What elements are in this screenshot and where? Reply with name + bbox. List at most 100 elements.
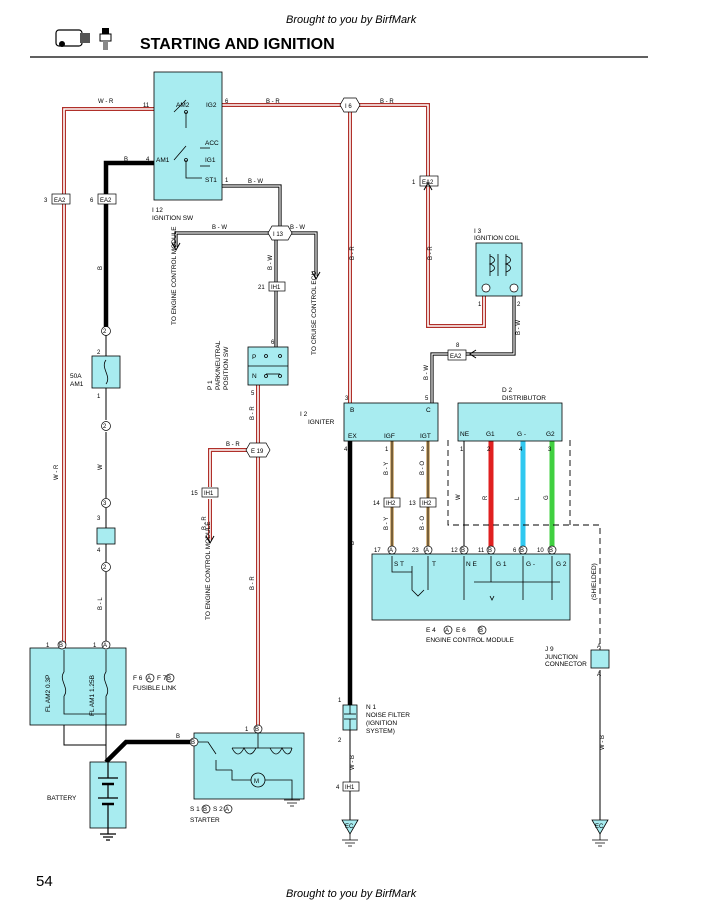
ecm-num-23: 23 bbox=[412, 548, 419, 554]
svg-text:1: 1 bbox=[245, 727, 249, 733]
nf-pin-2: 2 bbox=[338, 738, 342, 744]
coil-pin-2: 2 bbox=[517, 302, 521, 308]
label-b-r-vert1: B - R bbox=[350, 246, 356, 260]
fuse-name: AM1 bbox=[70, 381, 84, 388]
svg-text:I 13: I 13 bbox=[273, 232, 284, 238]
ecm-pin-gminus: G - bbox=[526, 561, 535, 568]
svg-text:B: B bbox=[255, 727, 259, 733]
nf-name1: NOISE FILTER bbox=[366, 712, 410, 719]
igniter-pin-igt: IGT bbox=[420, 433, 431, 440]
label-b-w-igniter: B - W bbox=[424, 365, 430, 380]
label-b-w-vert: B - W bbox=[268, 255, 274, 270]
label-b-r-vert4: B - R bbox=[250, 576, 256, 590]
pin-num-11: 11 bbox=[143, 103, 150, 109]
pin-num-6: 6 bbox=[225, 99, 229, 105]
label-l-g: L bbox=[515, 496, 521, 500]
junction-connector-j9 bbox=[590, 649, 610, 669]
svg-text:EA2: EA2 bbox=[54, 198, 66, 204]
wire-w-r-am2-core bbox=[63, 108, 154, 648]
label-b-r-vert2: B - R bbox=[428, 246, 434, 260]
fuse-rating: 50A bbox=[70, 373, 82, 380]
dist-pin-g2: G2 bbox=[546, 431, 555, 438]
svg-text:IH2: IH2 bbox=[422, 501, 432, 507]
label-b-w-right: B - W bbox=[290, 225, 305, 231]
wire-b-am1 bbox=[103, 160, 154, 327]
dist-num-4: 4 bbox=[519, 447, 523, 453]
j9-code: J 9 bbox=[545, 646, 554, 653]
igniter-num-5: 5 bbox=[425, 396, 429, 402]
coil-code: I 3 bbox=[474, 228, 482, 235]
igniter-pin-c: C bbox=[426, 407, 431, 414]
svg-text:I 6: I 6 bbox=[345, 104, 352, 110]
battery-label: BATTERY bbox=[47, 795, 77, 802]
pin-num-6-pn: 6 bbox=[271, 340, 275, 346]
ecm-num-10: 10 bbox=[537, 548, 544, 554]
svg-text:IH1: IH1 bbox=[204, 491, 214, 497]
j9-name1: JUNCTION bbox=[545, 654, 578, 661]
svg-text:IH1: IH1 bbox=[345, 785, 355, 791]
ignition-sw-code: I 12 bbox=[152, 207, 163, 214]
pin-num-1-st: 1 bbox=[225, 178, 229, 184]
ecm-num-11: 11 bbox=[478, 548, 485, 554]
svg-text:2: 2 bbox=[103, 424, 107, 430]
pin-n: N bbox=[252, 373, 257, 380]
label-b-r-top1: B - R bbox=[266, 99, 280, 105]
dist-code: D 2 bbox=[502, 387, 513, 394]
wire-b-y-b-o bbox=[390, 440, 430, 550]
svg-text:1: 1 bbox=[97, 394, 101, 400]
ecm-name: ENGINE CONTROL MODULE bbox=[426, 637, 515, 644]
annotation-to-ecm-2: TO ENGINE CONTROL MODULE bbox=[205, 521, 212, 620]
distributor-box bbox=[457, 402, 563, 442]
j9-pin-bottom: A bbox=[597, 672, 601, 678]
j9-pin-top: A bbox=[597, 644, 601, 650]
junction-i13: I 13 bbox=[267, 225, 293, 241]
annotation-shielded: (SHIELDED) bbox=[591, 563, 598, 600]
svg-text:4: 4 bbox=[336, 785, 340, 791]
igniter-num-3: 3 bbox=[345, 396, 349, 402]
svg-text:3: 3 bbox=[103, 501, 107, 507]
igniter-code: I 2 bbox=[300, 411, 308, 418]
svg-text:EA2: EA2 bbox=[100, 198, 112, 204]
ecm-pin-ne: N E bbox=[466, 561, 478, 568]
ignition-sw-name: IGNITION SW bbox=[152, 215, 194, 222]
ecm-pin-g2: G 2 bbox=[556, 561, 567, 568]
fuse-50a-am1 bbox=[91, 355, 121, 389]
ground-ec-right: EC bbox=[591, 819, 609, 847]
igniter-num-2: 2 bbox=[421, 447, 425, 453]
wire-b-r-starter bbox=[208, 385, 260, 725]
svg-text:6: 6 bbox=[90, 198, 94, 204]
pin-ig1: IG1 bbox=[205, 157, 216, 164]
arrows bbox=[171, 181, 477, 545]
igniter-num-1: 1 bbox=[385, 447, 389, 453]
wire-b-r-starter-core bbox=[209, 385, 259, 725]
ecm-num-12: 12 bbox=[451, 548, 458, 554]
label-w-b-left: W - B bbox=[350, 755, 356, 770]
connector-ea2-left: EA2 3 bbox=[44, 193, 71, 205]
label-b-r-vert3: B - R bbox=[250, 406, 256, 420]
label-b-r-top2: B - R bbox=[380, 99, 394, 105]
connector-ea2-coil: EA2 1 bbox=[412, 175, 439, 187]
label-b-w-st1: B - W bbox=[248, 179, 263, 185]
svg-text:4: 4 bbox=[97, 548, 101, 554]
starter-internal bbox=[198, 733, 300, 807]
dist-num-1: 1 bbox=[460, 447, 464, 453]
starter-code2: S 2 bbox=[213, 806, 223, 813]
label-g-g2: G bbox=[544, 495, 550, 500]
ecm-num-6: 6 bbox=[513, 548, 517, 554]
svg-text:A: A bbox=[445, 628, 449, 634]
nf-name2: (IGNITION bbox=[366, 720, 397, 727]
svg-text:15: 15 bbox=[191, 491, 198, 497]
wire-b-w-coil-core bbox=[431, 296, 515, 403]
igniter-pin-b: B bbox=[350, 407, 354, 414]
svg-text:B: B bbox=[549, 548, 553, 554]
coil-pin-1: 1 bbox=[478, 302, 482, 308]
label-b-r-vert5: B - R bbox=[202, 516, 208, 530]
pn-name1: PARK/NEUTRAL bbox=[215, 340, 222, 390]
connector-ih1-a: IH1 21 bbox=[258, 281, 286, 292]
svg-text:2: 2 bbox=[103, 329, 107, 335]
dist-pin-ne: NE bbox=[460, 431, 470, 438]
coil-minus-terminal bbox=[509, 283, 519, 293]
ecm-code1: E 4 bbox=[426, 627, 436, 634]
nf-name3: SYSTEM) bbox=[366, 728, 395, 735]
